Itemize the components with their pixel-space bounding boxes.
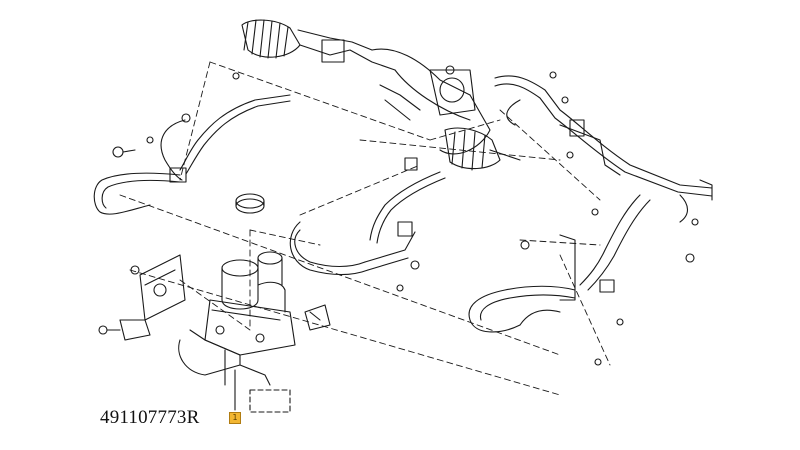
- left-pressure-hose: [93, 94, 291, 215]
- callout-marker: 1: [229, 412, 241, 424]
- steering-rack-assembly: [241, 19, 521, 171]
- electric-pump-unit: [178, 251, 296, 413]
- dashed-leader-lines: [119, 61, 611, 396]
- right-return-hose: [468, 75, 713, 333]
- part-number-label: 491107773R: [100, 407, 200, 428]
- bracket-clip: [304, 304, 331, 331]
- mounting-bracket: [98, 254, 186, 341]
- fasteners: [146, 71, 699, 366]
- reservoir-cap: [235, 193, 265, 214]
- center-feed-hose: [289, 157, 446, 276]
